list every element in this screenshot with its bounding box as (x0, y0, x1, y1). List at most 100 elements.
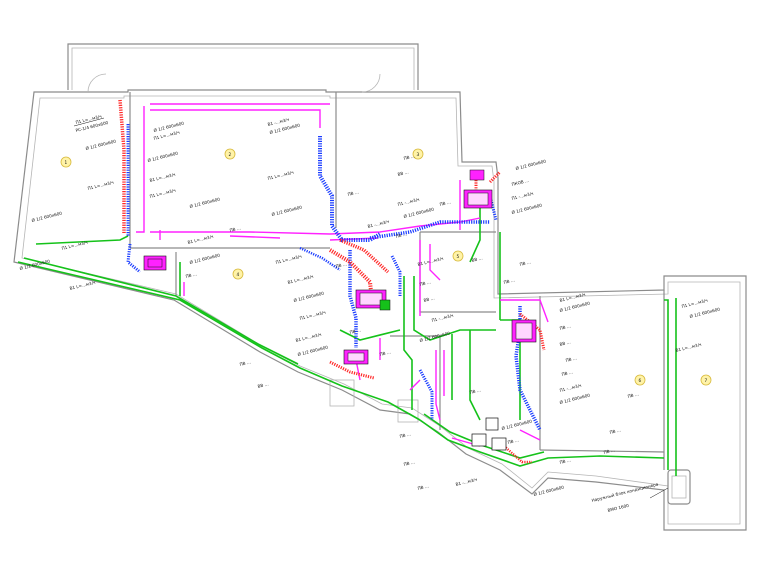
annotation-label: П1 -...м3/ч (397, 197, 420, 207)
room-number: 4 (237, 272, 240, 277)
annotation-label: Ø 1/2 600х600 (85, 138, 117, 150)
room-number: 2 (229, 152, 232, 157)
annotation-label: ПВ ... (559, 323, 571, 331)
room-number: 6 (639, 378, 642, 383)
unit-small-2 (491, 437, 507, 451)
annotation-label: ПВ ... (507, 437, 519, 445)
annotation-label: Ø 1/2 600х600 (403, 206, 435, 218)
annotation-label: В1 L=...м3/ч (287, 274, 314, 285)
annotation-label: ПВ ... (349, 327, 361, 335)
annotation-label: ПВ ... (439, 199, 451, 207)
annotation-label: П1 L=...м3/ч (153, 130, 181, 141)
annotation-label: ПВ ... (469, 387, 481, 395)
room-marker-5: 5 (452, 250, 464, 262)
annotation-label: ВВ ... (471, 255, 483, 263)
annotation-label: Ø 1/2 600х600 (189, 196, 221, 208)
annotation-label: ПВ ... (565, 355, 577, 363)
annotation-label: ВВ ... (257, 381, 269, 389)
annotation-label: Ø 1/2 600х600 (31, 210, 63, 222)
annotation-label: Ø 1/2 600х600 (293, 290, 325, 302)
annotation-label: В1 L=...м3/ч (417, 256, 444, 267)
annotation-label: ВМО 1600 (607, 503, 630, 513)
annotation-label: Ø 1/2 600х600 (559, 392, 591, 404)
annotation-label: Ø 1/2 600х600 (533, 484, 565, 496)
annotation-label: Ø 1/2 600х600 (271, 204, 303, 216)
annotation-labels: П1 L=...м3/ч РС-1/4 600х600 Ø 1/2 600х60… (19, 114, 721, 513)
annotation-label: ПВ ... (603, 447, 615, 455)
annotation-label: ПВ ... (609, 427, 621, 435)
room-number: 3 (417, 152, 420, 157)
annotation-label: ВВ ... (559, 339, 571, 347)
annotation-label: П1 L=...м3/ч (149, 188, 177, 199)
annotation-label: П1 L=...м3/ч (681, 298, 709, 309)
annotation-label: В1 L=...м3/ч (295, 332, 322, 343)
annotation-label: ПВ ... (347, 189, 359, 197)
unit-small-3 (485, 417, 499, 431)
annotation-label: П1 L=...м3/ч (267, 170, 295, 181)
green-pipe-network (17, 200, 677, 476)
annotation-label: ПВ ... (403, 459, 415, 467)
annotation-label: ПВ ... (561, 369, 573, 377)
annotation-label: П1 -...м3/ч (431, 313, 454, 323)
annotation-label: Ø 1/2 600х600 (559, 300, 591, 312)
annotation-label: П1 L=...м3/ч (87, 180, 115, 191)
annotation-label: ВВ ... (423, 295, 435, 303)
annotation-label: ПВ ... (229, 225, 241, 233)
room-marker-3: 3 (412, 148, 424, 160)
annotation-label: Ø 1/2 600х600 (189, 252, 221, 264)
annotation-label: ПВ ... (419, 279, 431, 287)
annotation-label: В1 -...м3/ч (367, 219, 390, 229)
supply-ducts (126, 124, 542, 431)
annotation-label: Ø 1/2 600х600 (297, 344, 329, 356)
annotation-label: В1 L=...м3/ч (149, 172, 176, 183)
annotation-label: ПВ ... (417, 483, 429, 491)
annotation-label: В1 -...м3/ч (267, 117, 290, 127)
annotation-label: ПВ ... (239, 359, 251, 367)
annotation-label: ВВ ... (397, 169, 409, 177)
room-markers: 1 2 3 4 5 6 7 (60, 148, 712, 386)
annotation-label: В1 L=...м3/ч (675, 342, 702, 353)
annotation-label: П1 L=...м3/ч (275, 254, 303, 265)
building-walls (13, 43, 747, 531)
annotation-label: ПВ ... (185, 271, 197, 279)
room-number: 7 (705, 378, 708, 383)
annotation-label: В1 L=...м3/ч (187, 234, 214, 245)
room-marker-1: 1 (60, 156, 72, 168)
annotation-label: ПВ ... (335, 261, 347, 269)
annotation-label: Наружный блок кондиционера (591, 481, 659, 503)
annotation-label: ПВ ... (379, 349, 391, 357)
annotation-label: Ø 1/2 600х600 (153, 120, 185, 132)
annotation-label: П1 -...м3/ч (559, 383, 582, 393)
annotation-label: П1 L=...м3/ч (61, 240, 89, 251)
annotation-label: П1 L=...м3/ч (299, 310, 327, 321)
room-marker-2: 2 (224, 148, 236, 160)
annotation-label: ПВ ... (403, 153, 415, 161)
annotation-label: П1 L=...м3/ч (75, 114, 103, 125)
room-marker-7: 7 (700, 374, 712, 386)
unit-fancoil-1 (143, 255, 167, 271)
unit-small-4 (469, 169, 485, 181)
annotation-label: В1 L=...м3/ч (69, 280, 96, 291)
equipment-units (143, 169, 537, 451)
annotation-label: ПВ ... (395, 231, 407, 239)
annotation-label: Ø 1/2 600х600 (511, 202, 543, 214)
magenta-pipe-network (136, 103, 549, 447)
room-number: 5 (457, 254, 460, 259)
annotation-label: ПКОВ ... (511, 178, 529, 187)
annotation-label: П1 -...м3/ч (511, 191, 534, 201)
room-marker-6: 6 (634, 374, 646, 386)
annotation-label: ПВ ... (519, 259, 531, 267)
annotation-label: Ø 1/2 600х600 (501, 418, 533, 430)
room-marker-4: 4 (232, 268, 244, 280)
annotation-label: В1 -...м3/ч (455, 477, 478, 487)
annotation-label: Ø 1/2 600х600 (419, 330, 451, 342)
unit-small-5 (379, 299, 391, 311)
annotation-label: ПВ ... (627, 391, 639, 399)
annotation-label: Ø 1/2 600х600 (689, 306, 721, 318)
annotation-label: ПВ ... (503, 277, 515, 285)
annotation-label: В1 L=...м3/ч (559, 292, 586, 303)
annotation-label: Ø 1/2 600х600 (147, 150, 179, 162)
exhaust-ducts (118, 99, 546, 464)
room-number: 1 (65, 160, 68, 165)
